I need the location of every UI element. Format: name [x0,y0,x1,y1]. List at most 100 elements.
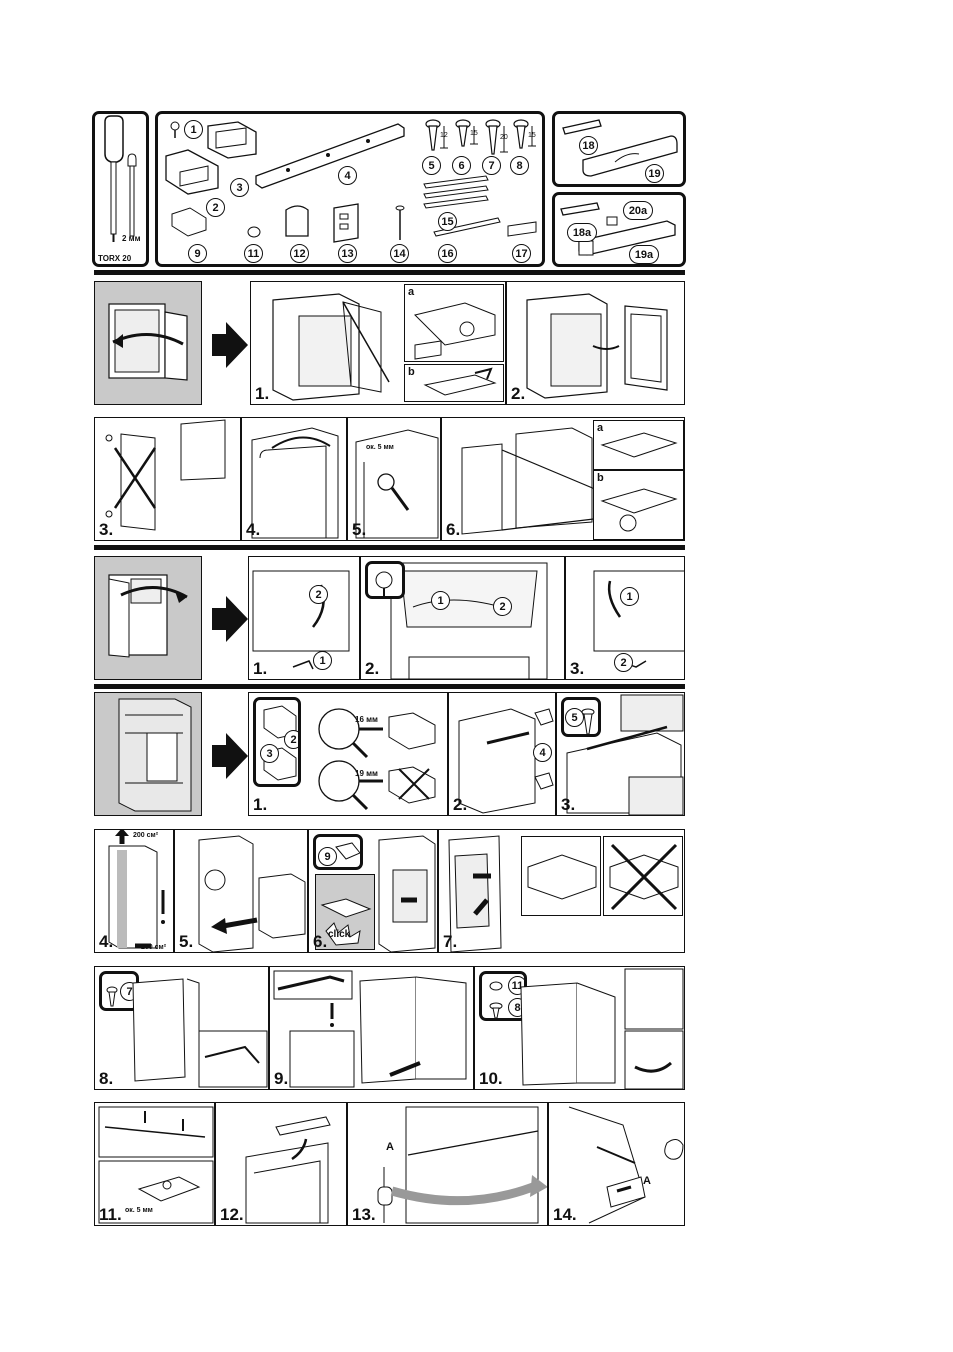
screwdriver-icon [95,114,149,267]
part-number-16: 16 [438,244,457,263]
callout-2: 2 [493,597,512,616]
callout-8: 8 [508,998,527,1017]
screw-callout-box: 7 [99,971,139,1011]
row5-step7-panel: 7. [438,829,685,953]
callout-1: 1 [313,651,332,670]
screw-length-8: 15 [528,132,536,139]
part-number-12: 12 [290,244,309,263]
freezer-open-door-drawing [95,557,202,680]
row1-step1-panel: a b 1. [250,281,506,405]
step-label: 2. [511,385,525,402]
inset-label-a: a [408,286,414,298]
screw-callout-box [365,561,405,599]
niche-cabinet-drawing [95,693,202,816]
detail-inset-a: a [404,284,504,362]
step-label: 10. [479,1070,503,1087]
point-a-label: A [643,1175,651,1187]
parts-callout-box: 11 8 [479,971,527,1021]
part-number-1: 1 [184,120,203,139]
drill-size-label: 2 мм [122,234,141,243]
step-label: 2. [365,660,379,677]
callout-9: 9 [318,847,337,866]
row3-step3-panel: 1 2 3. [565,556,685,680]
part-number-9: 9 [188,244,207,263]
step-label: 7. [443,933,457,950]
step-label: 2. [453,796,467,813]
part-number-19a: 19a [629,245,659,264]
step-label: 13. [352,1206,376,1223]
gap-label: ок. 5 мм [125,1207,153,1214]
step-label: 5. [352,521,366,538]
callout-5: 5 [565,708,584,727]
part-number-20a: 20a [623,201,653,220]
part-number-17: 17 [512,244,531,263]
step-label: 8. [99,1070,113,1087]
callout-2: 2 [614,653,633,672]
inset-label-b: b [408,366,415,378]
vent-top-label: 200 см² [133,832,158,839]
callout-4: 4 [533,743,552,762]
row3-step1-panel: 2 1 1. [248,556,360,680]
row6-step9-panel: 9. [269,966,474,1090]
row7-step13-panel: A 13. [347,1102,548,1226]
door-reverse-overview [94,281,202,405]
row6-step8-panel: 7 8. [94,966,269,1090]
part-number-11: 11 [244,244,263,263]
row2-step6-panel: a b 6. [441,417,685,541]
callout-7: 7 [120,982,139,1001]
door-thickness-16: 16 мм [355,715,378,724]
tools-panel: 2 мм TORX 20 [92,111,149,267]
part-number-4: 4 [338,166,357,185]
row5-step5-panel: 5. [174,829,308,953]
step-label: 11. [99,1206,122,1223]
step-label: 5. [179,933,193,950]
cover-parts-drawing [555,114,686,187]
section-divider [94,270,685,275]
part-number-19: 19 [645,164,664,183]
step-label: 12. [220,1206,244,1223]
door-thickness-19: 19 мм [355,769,378,778]
row5-step6-panel: 9 click 6. [308,829,438,953]
step-label: 3. [99,521,113,538]
callout-2: 2 [284,730,301,749]
section-divider [94,545,685,550]
check-alignment-drawing [270,967,474,1090]
gap-label: ок. 5 мм [366,444,394,451]
row1-step2-panel: 2. [506,281,685,405]
parts-panel-variant-1: 18 19 [552,111,686,187]
parts-panel: 1 2 3 4 5 6 7 8 12 15 20 15 9 11 12 13 1… [155,111,545,267]
step-label: 4. [246,521,260,538]
callout-3: 3 [260,744,279,763]
row4-step1-panel: 2 3 16 мм 19 мм 1. [248,692,448,816]
torx-label: TORX 20 [98,254,131,263]
freezer-door-overview [94,556,202,680]
door-handle-rail-drawing [348,1103,548,1226]
step-label: 1. [253,796,267,813]
hinge-choice-box: 2 3 [253,697,301,787]
part-number-6: 6 [452,156,471,175]
callout-2: 2 [309,585,328,604]
swap-hinges-drawing [95,418,241,541]
inset-label-a: a [597,422,603,434]
part-callout-box: 9 [313,834,363,870]
step-label: 3. [561,796,575,813]
step-label: 6. [313,933,327,950]
part-number-18: 18 [579,136,598,155]
row2-step5-panel: ок. 5 мм 5. [347,417,441,541]
row5-step4-panel: 200 см² 200 см² 4. [94,829,174,953]
row6-step10-panel: 11 8 10. [474,966,685,1090]
click-label: click [328,929,350,940]
callout-11: 11 [508,976,527,995]
part-number-8: 8 [510,156,529,175]
step-label: 14. [553,1206,577,1223]
detail-inset-a: a [593,420,684,470]
detail-inset-b: b [593,470,684,540]
screw-callout-box: 5 [561,697,601,737]
row3-step2-panel: 1 2 2. [360,556,565,680]
row4-step3-panel: 5 3. [556,692,685,816]
part-number-15: 15 [438,212,457,231]
row7-step14-panel: A 14. [548,1102,685,1226]
row7-step11-panel: ок. 5 мм 11. [94,1102,215,1226]
part-number-7: 7 [482,156,501,175]
step-label: 1. [253,660,267,677]
